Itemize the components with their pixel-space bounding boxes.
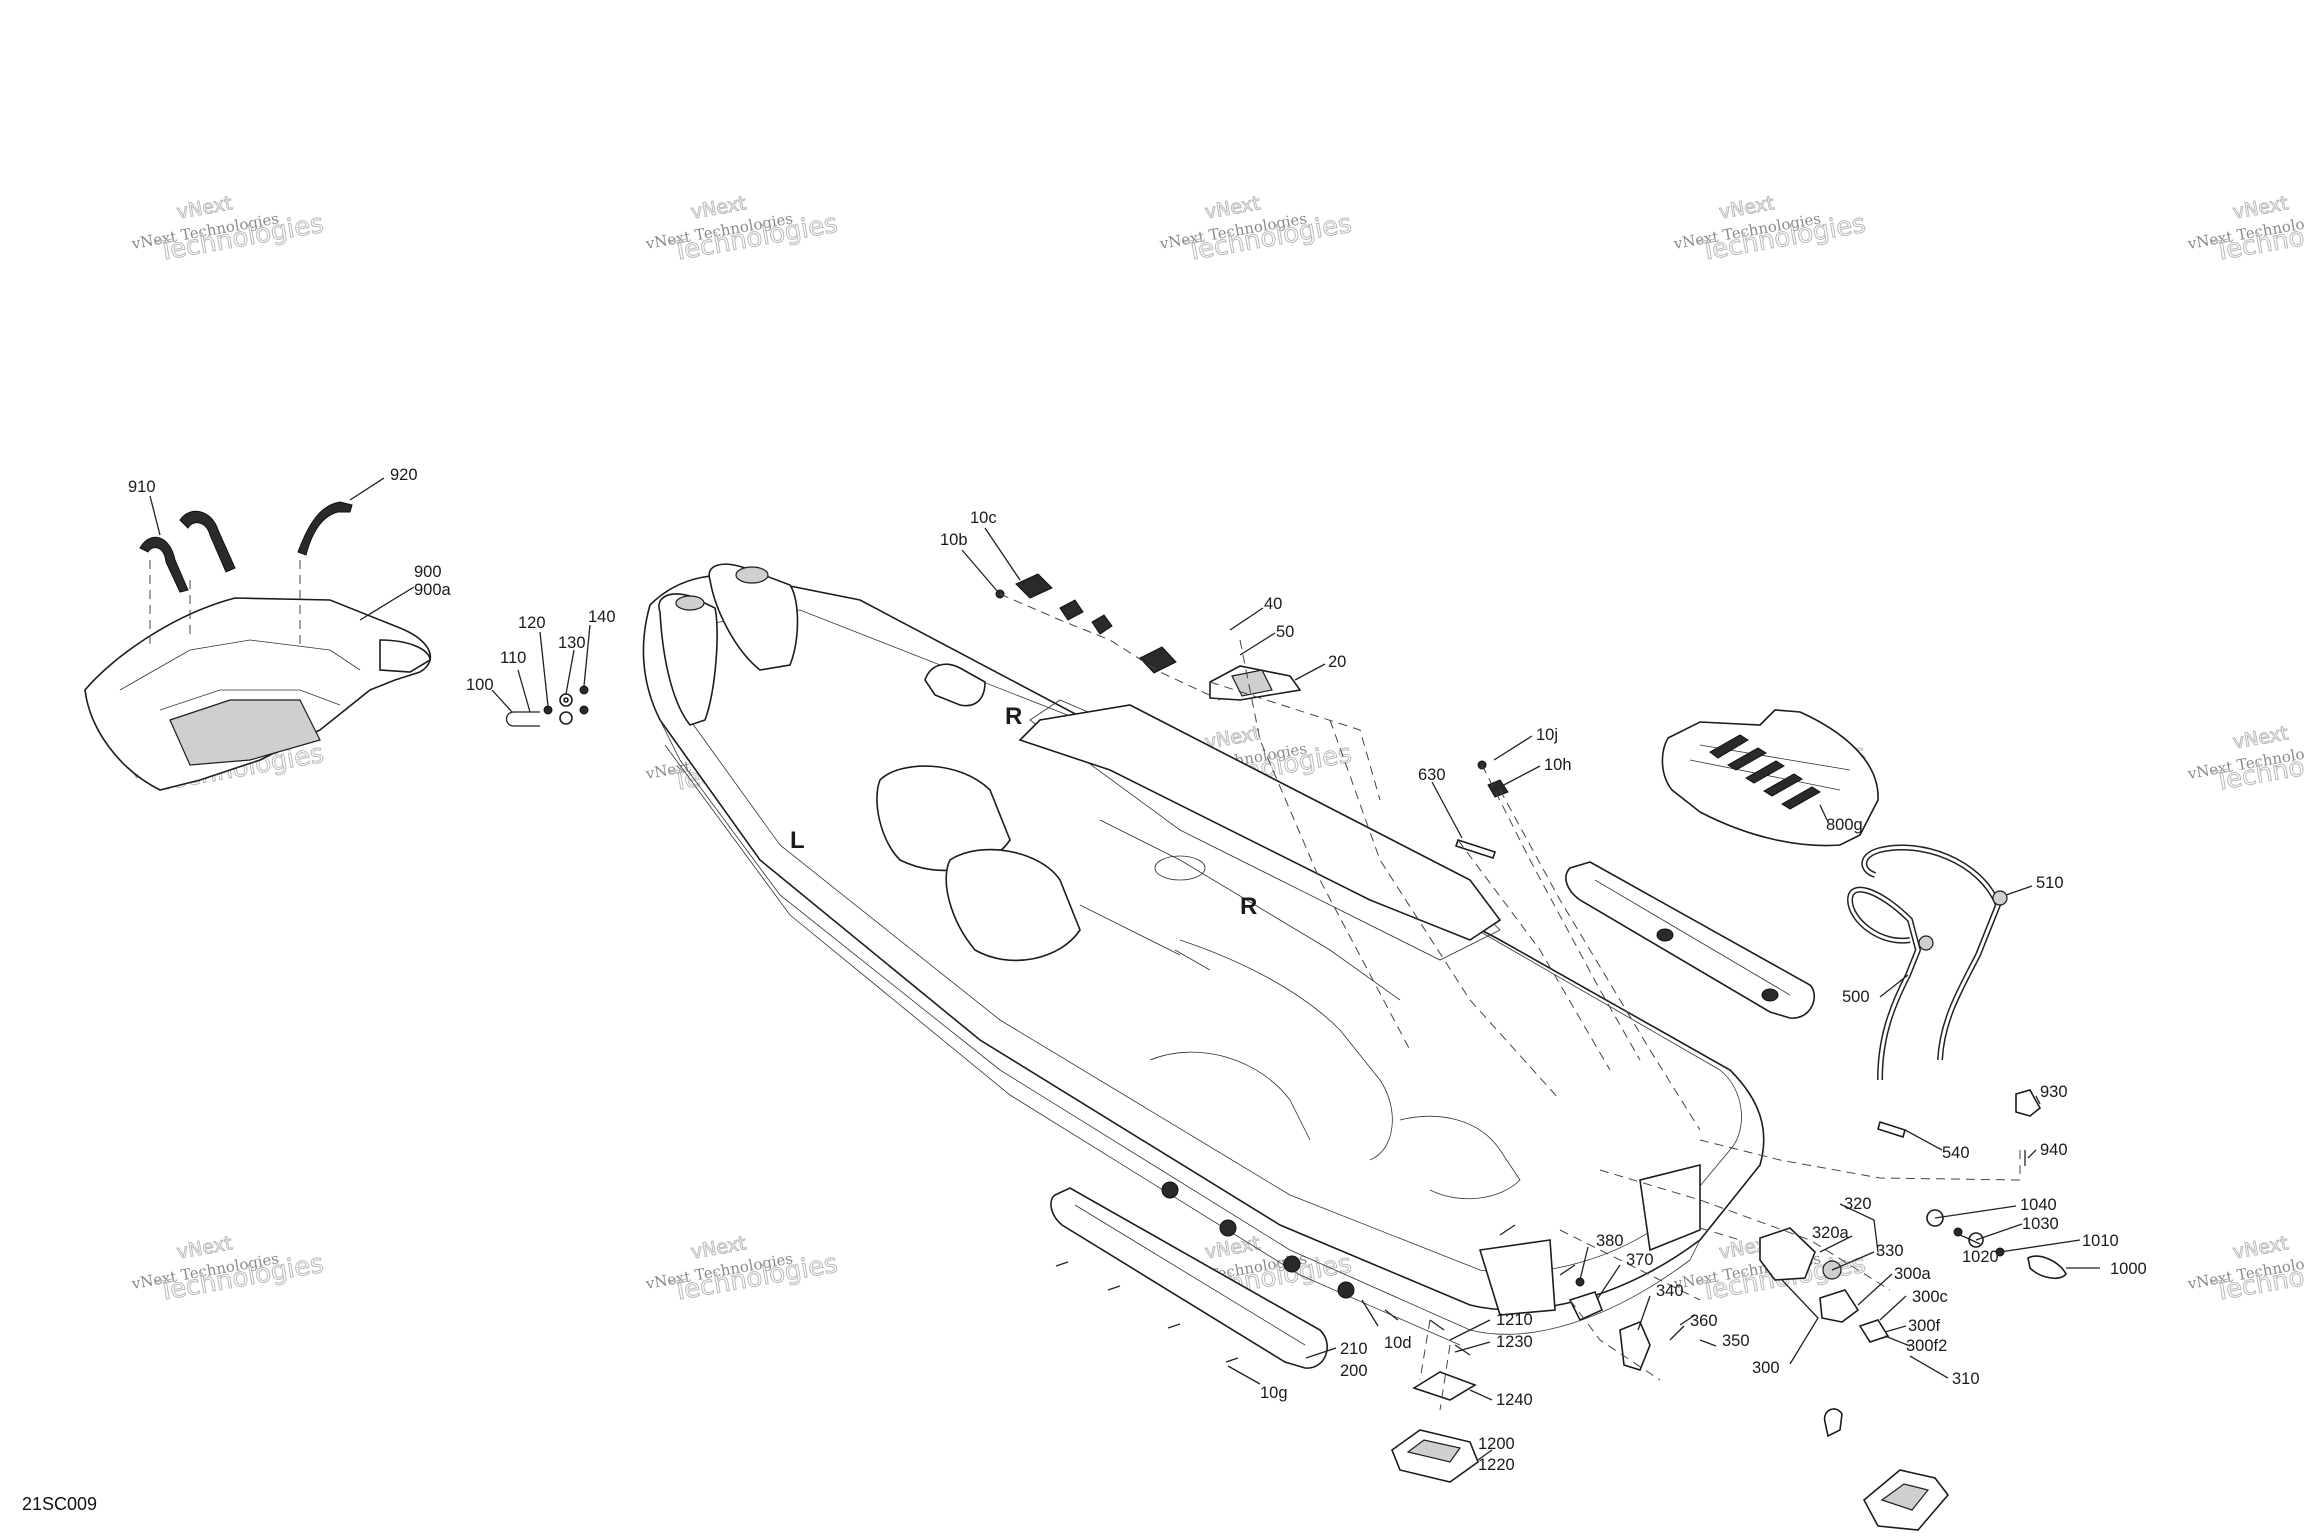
callout-510: 510 <box>2036 874 2064 892</box>
side-bumper-front <box>1050 1181 1355 1369</box>
hull-mark-r-lower: R <box>1240 893 1257 920</box>
callout-1020: 1020 <box>1962 1248 1999 1266</box>
callout-380: 380 <box>1596 1232 1624 1250</box>
callout-940: 940 <box>2040 1141 2068 1159</box>
callout-300: 300 <box>1752 1359 1780 1377</box>
callout-10g: 10g <box>1260 1384 1288 1402</box>
callout-130: 130 <box>558 634 586 652</box>
callout-140: 140 <box>588 608 616 626</box>
callout-320a: 320a <box>1812 1224 1850 1242</box>
callout-1230: 1230 <box>1496 1333 1533 1351</box>
callout-300c: 300c <box>1912 1288 1948 1306</box>
callout-900: 900 <box>414 563 442 581</box>
callout-20: 20 <box>1328 653 1346 671</box>
leader-lines <box>149 477 2100 1461</box>
callout-500: 500 <box>1842 988 1870 1006</box>
callout-330: 330 <box>1876 1242 1904 1260</box>
callout-210: 210 <box>1340 1340 1368 1358</box>
callout-100: 100 <box>466 676 494 694</box>
callout-320: 320 <box>1844 1195 1872 1213</box>
callout-900a: 900a <box>414 581 452 599</box>
callout-1210: 1210 <box>1496 1311 1533 1329</box>
callout-1040: 1040 <box>2020 1196 2057 1214</box>
hull-main: R R L <box>642 563 1765 1346</box>
callout-340: 340 <box>1656 1282 1684 1300</box>
callout-920: 920 <box>390 466 418 484</box>
callout-10d: 10d <box>1384 1334 1412 1352</box>
storage-tray-800g <box>1661 709 1879 847</box>
callout-1200: 1200 <box>1478 1435 1515 1453</box>
callout-540: 540 <box>1942 1144 1970 1162</box>
callout-10j: 10j <box>1536 726 1558 744</box>
callout-630: 630 <box>1418 766 1446 784</box>
callout-360: 360 <box>1690 1312 1718 1330</box>
callout-1030: 1030 <box>2022 1215 2059 1233</box>
callout-50: 50 <box>1276 623 1294 641</box>
callout-10b: 10b <box>940 531 968 549</box>
callout-910: 910 <box>128 478 156 496</box>
callout-1240: 1240 <box>1496 1391 1533 1409</box>
callout-930: 930 <box>2040 1083 2068 1101</box>
callout-800g: 800g <box>1826 816 1863 834</box>
explosion-lines <box>999 593 2021 1411</box>
callout-310: 310 <box>1952 1370 1980 1388</box>
callout-200: 200 <box>1340 1362 1368 1380</box>
rear-cover-assembly <box>84 501 432 791</box>
hull-mark-l: L <box>790 827 805 854</box>
hull-mark-r-upper: R <box>1005 703 1022 730</box>
callout-120: 120 <box>518 614 546 632</box>
callout-1000: 1000 <box>2110 1260 2147 1278</box>
small-parts <box>505 573 2067 1531</box>
tray-slots <box>1709 734 1821 810</box>
callout-1220: 1220 <box>1478 1456 1515 1474</box>
drain-hose-assembly <box>1846 844 2008 1081</box>
side-bumper-right <box>1565 861 1815 1019</box>
callout-300a: 300a <box>1894 1265 1932 1283</box>
callout-370: 370 <box>1626 1251 1654 1269</box>
callout-350: 350 <box>1722 1332 1750 1350</box>
callout-10h: 10h <box>1544 756 1572 774</box>
callout-40: 40 <box>1264 595 1282 613</box>
callout-labels: 910 920 900 900a 120 140 130 110 100 10c… <box>128 466 2147 1474</box>
diagram-code: 21SC009 <box>22 1494 98 1514</box>
callout-1010: 1010 <box>2082 1232 2119 1250</box>
callout-110: 110 <box>500 649 526 667</box>
callout-10c: 10c <box>970 509 997 527</box>
callout-300f2: 300f2 <box>1906 1337 1947 1355</box>
callout-300f: 300f <box>1908 1317 1941 1335</box>
